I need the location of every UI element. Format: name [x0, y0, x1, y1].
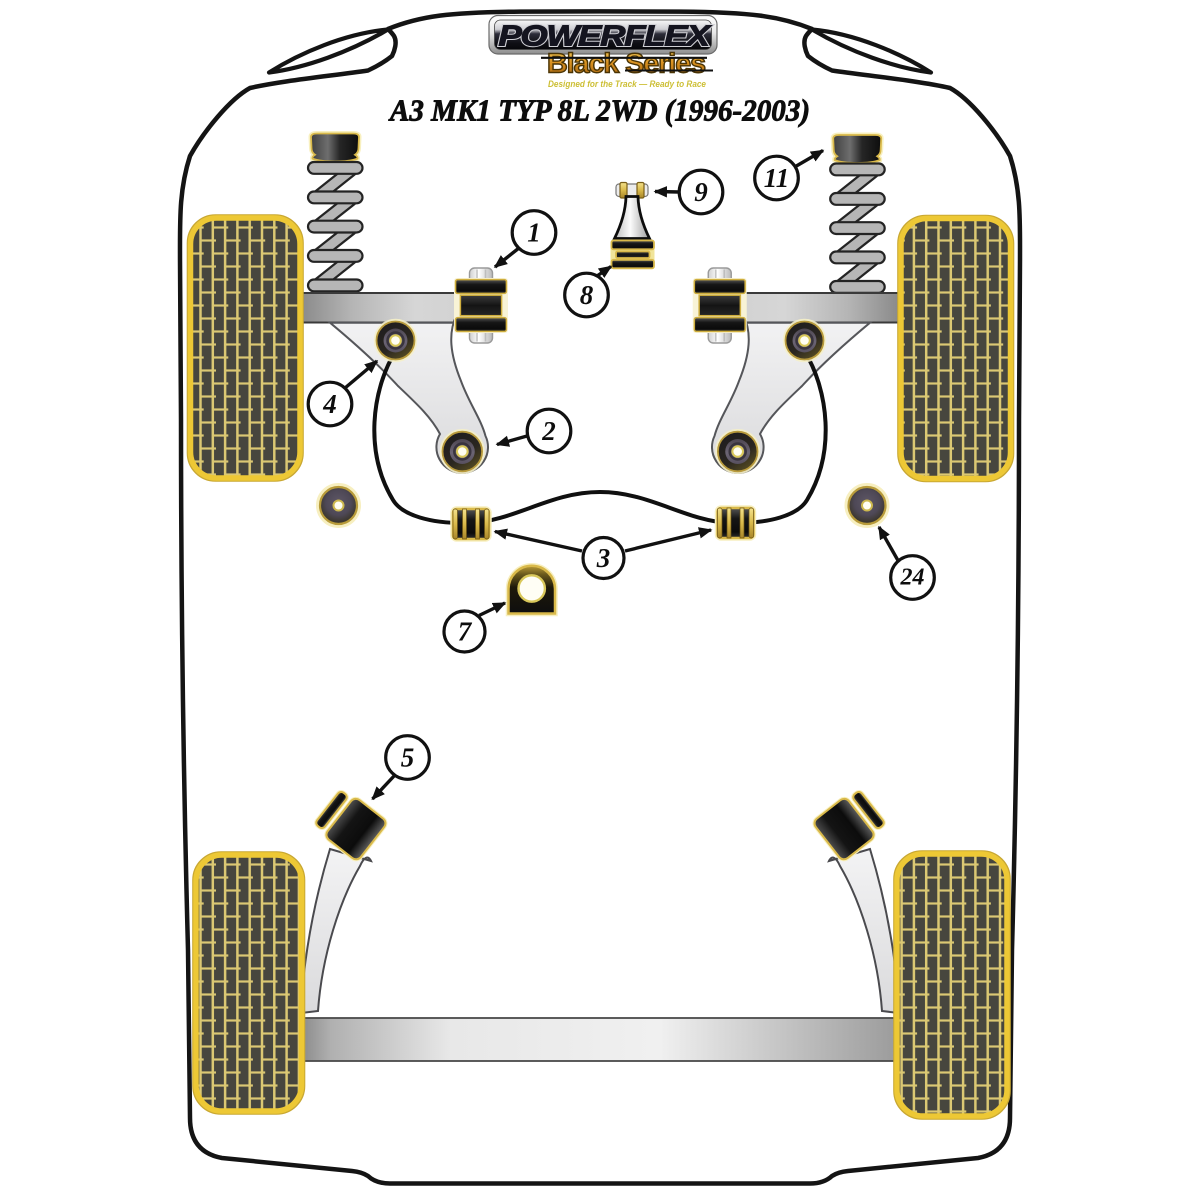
svg-text:POWERFLEX: POWERFLEX: [499, 21, 712, 53]
svg-text:3: 3: [596, 543, 611, 573]
svg-text:8: 8: [580, 280, 594, 310]
svg-text:7: 7: [458, 617, 473, 647]
svg-text:Designed for the Track — Ready: Designed for the Track — Ready to Race: [548, 79, 706, 89]
svg-text:9: 9: [694, 177, 708, 207]
svg-text:24: 24: [900, 565, 925, 591]
svg-text:Black Series: Black Series: [547, 48, 706, 79]
svg-text:11: 11: [764, 163, 790, 193]
svg-text:5: 5: [401, 743, 415, 773]
svg-text:4: 4: [322, 389, 337, 419]
svg-text:2: 2: [541, 416, 556, 446]
svg-text:POWERFLEX: POWERFLEX: [499, 21, 712, 53]
svg-text:1: 1: [527, 218, 541, 248]
svg-text:A3 MK1 TYP 8L 2WD (1996-2003): A3 MK1 TYP 8L 2WD (1996-2003): [388, 94, 810, 128]
